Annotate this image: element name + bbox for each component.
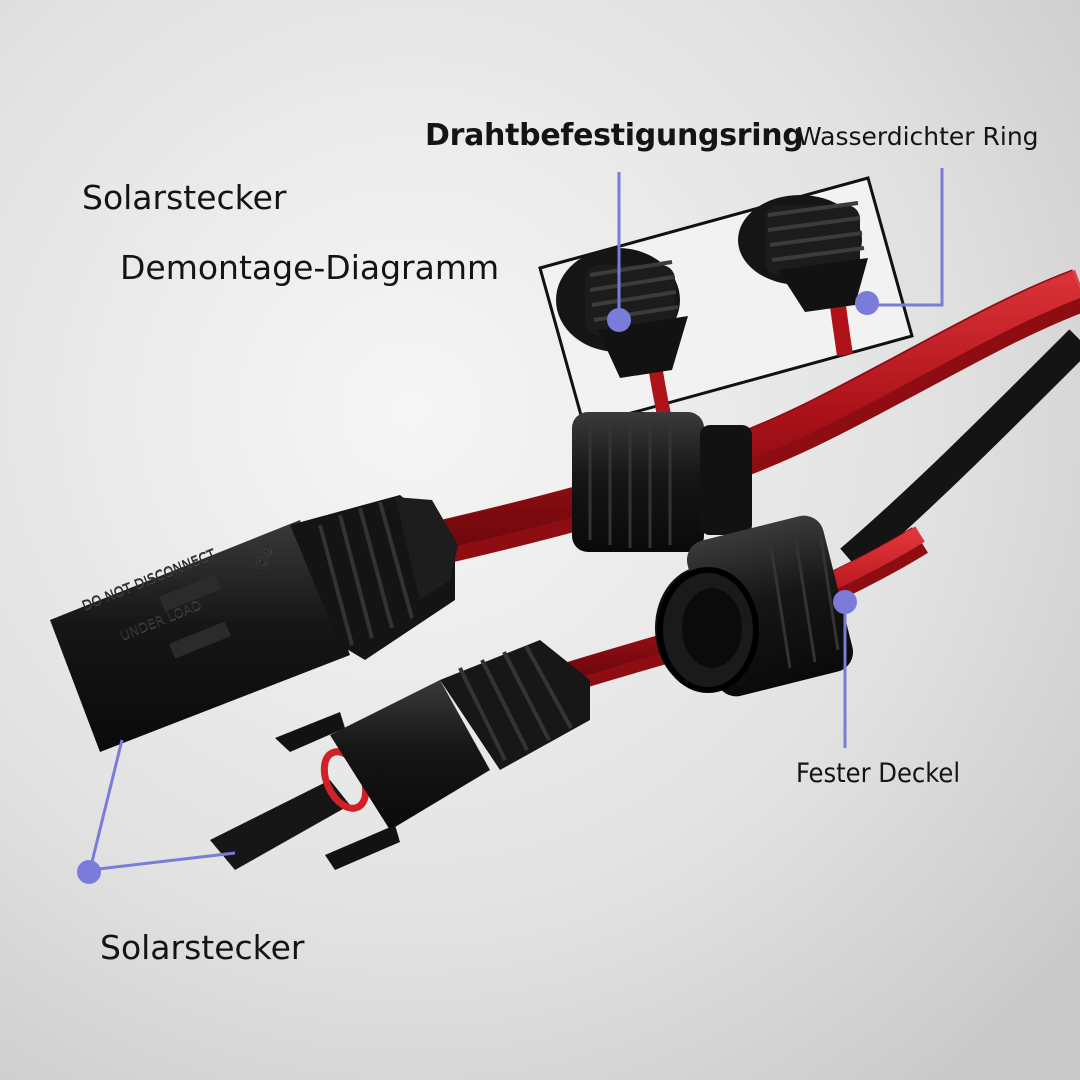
fixed-cap (655, 515, 854, 697)
inset-detail-box (538, 176, 914, 428)
callout-dot-waterproof-ring (855, 291, 879, 315)
diagram-title-line1: Solarstecker (82, 178, 287, 217)
fixed-cap-label: Fester Deckel (796, 758, 961, 789)
diagram-title-line2: Demontage-Diagramm (120, 248, 500, 287)
callout-dots (77, 291, 879, 884)
upper-nut (572, 412, 752, 552)
callout-line-waterproof-ring (870, 168, 944, 307)
male-connector (210, 640, 590, 870)
callout-dot-plug (77, 860, 101, 884)
female-connector (50, 495, 458, 752)
plug-label: Solarstecker (100, 928, 305, 967)
waterproof-ring-label: Wasserdichter Ring (797, 122, 1039, 151)
callout-dot-wire-ring (607, 308, 631, 332)
black-wire (840, 329, 1080, 572)
wire-ring-label: Drahtbefestigungsring (425, 118, 804, 153)
callout-dot-fixed-cap (833, 590, 857, 614)
